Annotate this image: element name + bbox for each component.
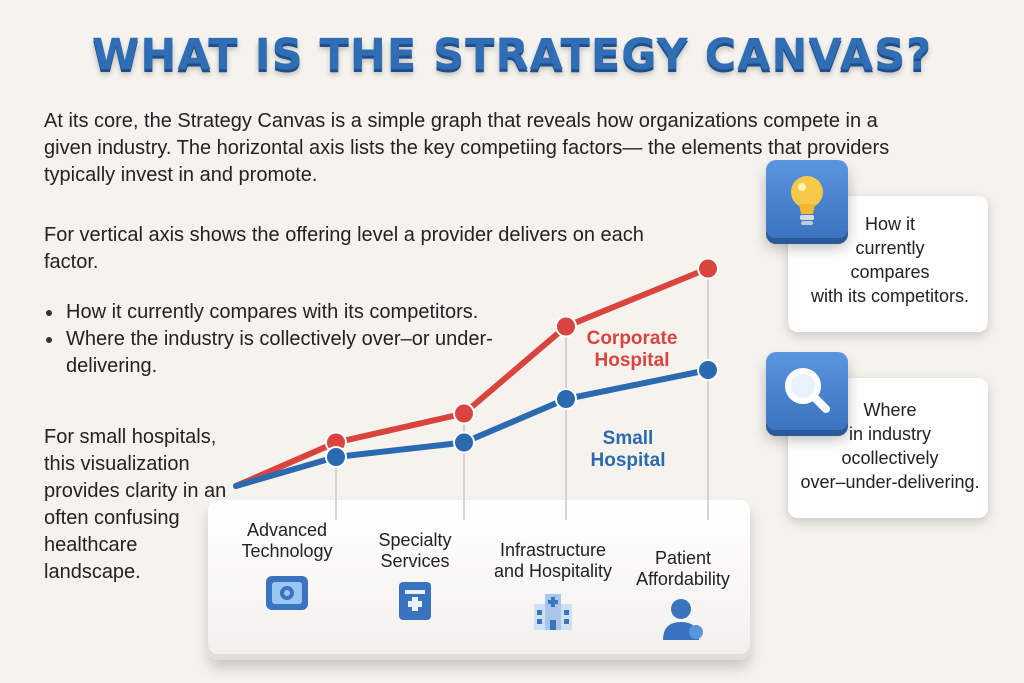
factor-specialty-services: Specialty Services: [362, 530, 468, 620]
intro-paragraph: At its core, the Strategy Canvas is a si…: [44, 110, 890, 186]
monitor-icon: [266, 576, 308, 610]
small-hospital-label: Small Hospital: [590, 428, 666, 471]
bullet-item: How it currently compares with its compe…: [44, 299, 564, 326]
industry-card-text: Where in industry ocollectively over–und…: [796, 398, 984, 494]
page-title: WHAT IS THE STRATEGY CANVAS?: [91, 30, 933, 80]
hospital-building-icon: [534, 594, 572, 630]
factor-label: Advanced Technology: [241, 520, 333, 561]
bullet-item: Where the industry is collectively over–…: [44, 326, 564, 380]
lightbulb-badge: [766, 160, 848, 238]
card-line: How it: [864, 214, 915, 234]
factor-advanced-technology: Advanced Technology: [228, 520, 346, 610]
medical-kit-icon: [399, 582, 431, 620]
card-line: compares: [850, 262, 930, 282]
card-line: ocollectively: [841, 448, 939, 468]
factor-label: Specialty Services: [378, 530, 452, 571]
bullet-list: How it currently compares with its compe…: [44, 299, 564, 380]
small-hospitals-paragraph: For small hospitals, this visualization …: [44, 426, 227, 583]
small-point: [555, 388, 577, 410]
card-line: in industry: [848, 424, 932, 444]
corporate-point: [697, 257, 719, 280]
card-line: Where: [863, 400, 917, 420]
card-line: with its competitors.: [810, 286, 970, 306]
corporate-point: [325, 431, 347, 454]
small-point: [453, 431, 475, 454]
small-point: [325, 446, 347, 468]
factor-infrastructure-hospitality: Infrastructure and Hospitality: [484, 540, 622, 630]
person-icon: [663, 599, 703, 640]
factor-patient-affordability: Patient Affordability: [624, 548, 742, 640]
lightbulb-icon: [791, 176, 823, 225]
factor-label: Infrastructure and Hospitality: [493, 540, 613, 581]
magnifier-icon: [785, 368, 830, 413]
corporate-hospital-label: Corporate Hospital: [586, 328, 678, 371]
card-line: over–under-delivering.: [800, 472, 980, 492]
magnifier-badge: [766, 352, 848, 430]
compare-card-text: How it currently compares with its compe…: [800, 212, 980, 308]
small-point: [697, 359, 719, 381]
corporate-point: [453, 402, 475, 425]
card-line: currently: [855, 238, 925, 258]
factor-label: Patient Affordability: [636, 548, 730, 589]
vertical-axis-paragraph: For vertical axis shows the offering lev…: [44, 224, 644, 273]
